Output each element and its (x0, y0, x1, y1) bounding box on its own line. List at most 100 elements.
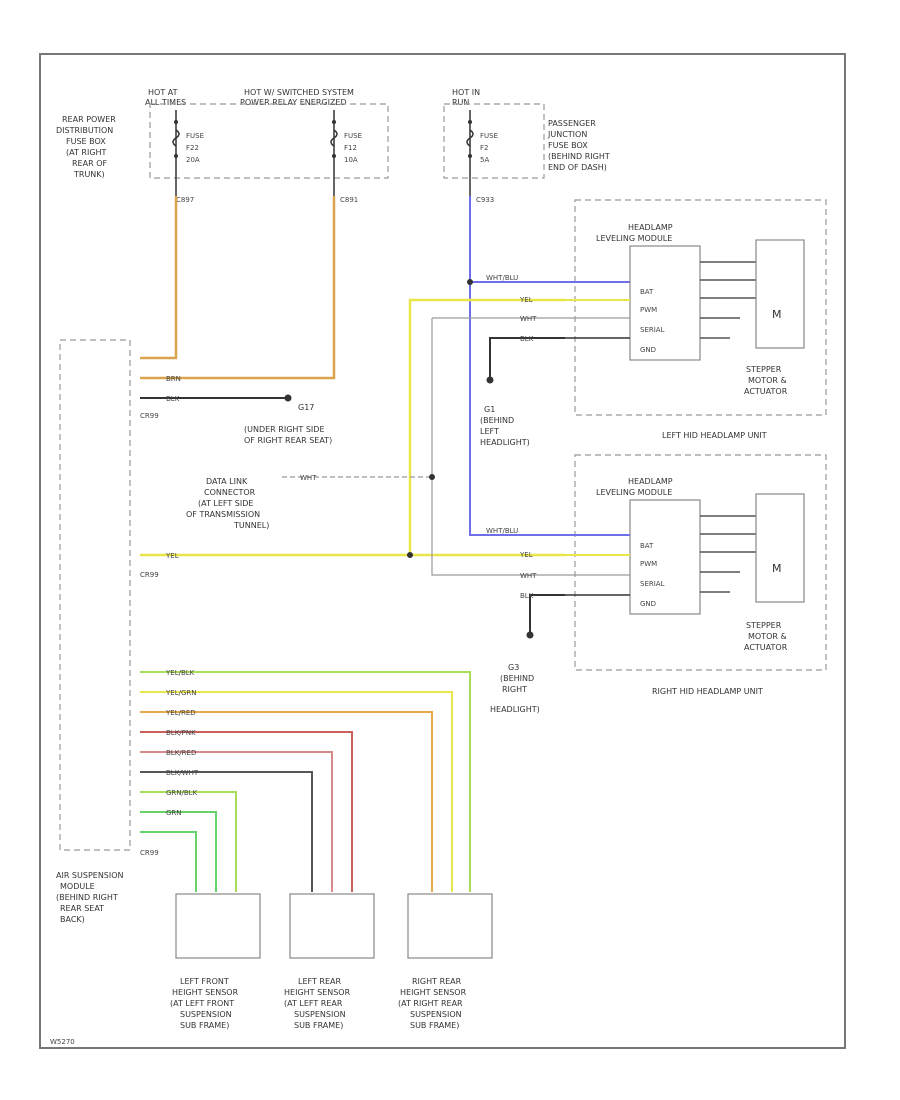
svg-text:5A: 5A (480, 156, 489, 164)
sensor-right-rear: RIGHT REAR HEIGHT SENSOR (AT RIGHT REAR … (398, 893, 493, 1030)
svg-text:CONNECTOR: CONNECTOR (204, 488, 256, 497)
svg-text:STEPPER: STEPPER (746, 365, 782, 374)
svg-text:LEFT REAR: LEFT REAR (298, 977, 341, 986)
rear-fuse-box-label: REAR POWER DISTRIBUTION FUSE BOX (AT RIG… (56, 115, 116, 179)
fuse-f22: FUSE F22 20A (172, 110, 204, 196)
connector-cr99-top: CR99 (140, 412, 159, 420)
svg-text:(AT RIGHT: (AT RIGHT (66, 148, 107, 157)
svg-text:LEVELING MODULE: LEVELING MODULE (596, 488, 672, 497)
svg-text:LEVELING MODULE: LEVELING MODULE (596, 234, 672, 243)
air-suspension-module-outline (59, 339, 131, 851)
sensor-left-rear: LEFT REAR HEIGHT SENSOR (AT LEFT REAR SU… (284, 893, 375, 1030)
svg-text:LEFT: LEFT (480, 427, 499, 436)
svg-text:TUNNEL): TUNNEL) (233, 521, 269, 530)
svg-text:REAR POWER: REAR POWER (62, 115, 116, 124)
svg-text:HEIGHT SENSOR: HEIGHT SENSOR (400, 988, 467, 997)
svg-text:HEIGHT SENSOR: HEIGHT SENSOR (284, 988, 351, 997)
wire-label-brn: BRN (166, 375, 181, 383)
svg-text:AIR SUSPENSION: AIR SUSPENSION (56, 871, 124, 880)
svg-text:DISTRIBUTION: DISTRIBUTION (56, 126, 113, 135)
svg-text:RIGHT: RIGHT (502, 685, 527, 694)
svg-text:GND: GND (640, 600, 656, 608)
wire-label-blk-right: BLK (520, 592, 534, 600)
wire-label-yel-right: YEL (519, 551, 533, 559)
rear-fuse-box-outline (149, 103, 389, 179)
svg-text:(BEHIND RIGHT: (BEHIND RIGHT (56, 893, 118, 902)
svg-text:GND: GND (640, 346, 656, 354)
svg-text:10A: 10A (344, 156, 358, 164)
svg-text:STEPPER: STEPPER (746, 621, 782, 630)
wire-wht-blu-left (469, 196, 565, 283)
svg-text:MOTOR &: MOTOR & (748, 632, 787, 641)
left-hid-unit-label: LEFT HID HEADLAMP UNIT (662, 431, 767, 440)
wire-label-yel-red: YEL/RED (165, 709, 196, 717)
svg-text:OF RIGHT REAR SEAT): OF RIGHT REAR SEAT) (244, 436, 332, 445)
svg-text:SUSPENSION: SUSPENSION (294, 1010, 346, 1019)
wire-label-blk-left: BLK (520, 335, 534, 343)
svg-text:REAR OF: REAR OF (72, 159, 107, 168)
dlc-label: DATA LINK CONNECTOR (AT LEFT SIDE OF TRA… (186, 477, 269, 530)
wire-label-blk-wht: BLK/WHT (166, 769, 199, 777)
hot-at-all-times-line1: HOT AT (148, 88, 178, 97)
svg-text:(AT LEFT SIDE: (AT LEFT SIDE (198, 499, 253, 508)
wire-orange-fuse1 (140, 196, 178, 360)
svg-text:BAT: BAT (640, 288, 654, 296)
svg-text:PWM: PWM (640, 306, 657, 314)
splice-run (467, 279, 473, 285)
svg-text:TRUNK): TRUNK) (73, 170, 105, 179)
wire-blk-g1 (489, 337, 565, 380)
left-stepper-motor: M STEPPER MOTOR & ACTUATOR (744, 239, 805, 396)
wire-label-yel-grn: YEL/GRN (165, 689, 196, 697)
hot-switched-line2: POWER RELAY ENERGIZED (240, 98, 347, 107)
svg-text:F22: F22 (186, 144, 199, 152)
wire-label-wht-blu-right: WHT/BLU (486, 527, 518, 535)
wire-label-blk-g17: BLK (166, 395, 180, 403)
svg-text:(BEHIND: (BEHIND (480, 416, 514, 425)
hot-in-run-line1: HOT IN (452, 88, 480, 97)
wire-label-wht-left: WHT (520, 315, 537, 323)
svg-text:FUSE BOX: FUSE BOX (548, 141, 588, 150)
g1-label: G1 (BEHIND LEFT HEADLIGHT) (480, 405, 530, 447)
passenger-fuse-box-outline (443, 103, 545, 179)
figure-id: W5270 (50, 1038, 75, 1046)
svg-text:HEADLIGHT): HEADLIGHT) (490, 705, 540, 714)
svg-text:END OF DASH): END OF DASH) (548, 163, 607, 172)
svg-text:(BEHIND: (BEHIND (500, 674, 534, 683)
right-stepper-motor: M STEPPER MOTOR & ACTUATOR (744, 493, 805, 652)
connector-cr99-bot: CR99 (140, 849, 159, 857)
svg-text:F2: F2 (480, 144, 488, 152)
svg-text:DATA LINK: DATA LINK (206, 477, 248, 486)
ground-g17 (284, 394, 292, 402)
svg-text:RIGHT REAR: RIGHT REAR (412, 977, 462, 986)
svg-text:BACK): BACK) (60, 915, 85, 924)
svg-text:FUSE: FUSE (344, 132, 362, 140)
wire-yel-left (408, 298, 565, 555)
wire-label-wht-blu-left: WHT/BLU (486, 274, 518, 282)
fuse-f12: FUSE F12 10A (330, 110, 362, 196)
svg-text:FUSE: FUSE (480, 132, 498, 140)
g3-label: G3 (BEHIND RIGHT HEADLIGHT) (490, 663, 540, 714)
left-hid-unit-outline (574, 199, 827, 416)
svg-text:SUSPENSION: SUSPENSION (180, 1010, 232, 1019)
wire-label-blk-pnk: BLK/PNK (166, 729, 196, 737)
hot-in-run-line2: RUN (452, 98, 469, 107)
wire-label-yel-blk: YEL/BLK (165, 669, 195, 677)
svg-text:SERIAL: SERIAL (640, 326, 665, 334)
svg-text:HEADLAMP: HEADLAMP (628, 477, 673, 486)
wire-wht-blu-right (469, 282, 565, 536)
svg-text:(AT RIGHT REAR: (AT RIGHT REAR (398, 999, 463, 1008)
splice-yel (407, 552, 413, 558)
wire-label-wht-right: WHT (520, 572, 537, 580)
passenger-jb-label: PASSENGER JUNCTION FUSE BOX (BEHIND RIGH… (547, 119, 610, 172)
svg-text:JUNCTION: JUNCTION (547, 130, 587, 139)
svg-text:FUSE: FUSE (186, 132, 204, 140)
fuse-f2: FUSE F2 5A (466, 110, 498, 196)
svg-text:M: M (772, 562, 782, 575)
height-sensor-wires (140, 671, 471, 892)
svg-text:PASSENGER: PASSENGER (548, 119, 596, 128)
wire-label-yel-main: YEL (165, 552, 179, 560)
svg-text:SERIAL: SERIAL (640, 580, 665, 588)
svg-text:OF TRANSMISSION: OF TRANSMISSION (186, 510, 260, 519)
svg-text:(UNDER RIGHT SIDE: (UNDER RIGHT SIDE (244, 425, 325, 434)
